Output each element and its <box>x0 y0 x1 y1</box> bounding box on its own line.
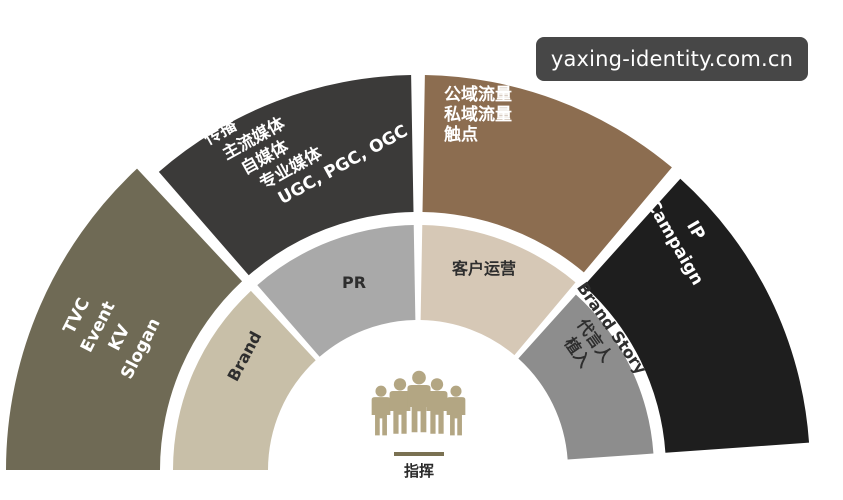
inner-segment-line: 客户运营 <box>452 259 516 278</box>
center-label: 指挥 <box>404 462 434 480</box>
inner-segment-label-pr: PR <box>342 273 366 292</box>
outer-segment-line: 公域流量 <box>444 84 512 105</box>
person-figure <box>446 385 466 436</box>
person-figure <box>389 378 411 434</box>
outer-segment-label-traffic: 公域流量私域流量触点 <box>443 84 512 145</box>
outer-segment-traffic <box>422 75 672 273</box>
inner-segment-label-customer: 客户运营 <box>452 259 516 278</box>
person-figure <box>426 378 448 434</box>
inner-segment-pr <box>257 225 416 357</box>
inner-segment-customer <box>420 225 576 356</box>
inner-segment-story <box>518 294 654 460</box>
center-group: 指挥 <box>371 370 466 480</box>
outer-segment-line: 触点 <box>443 124 478 145</box>
inner-segment-line: PR <box>342 273 366 292</box>
center-underline <box>394 452 444 456</box>
person-figure <box>371 385 391 436</box>
person-figure <box>407 370 431 433</box>
inner-segment-brand <box>173 290 316 470</box>
outer-segment-media <box>158 75 414 276</box>
outer-segment-ip <box>583 178 810 453</box>
outer-segment-line: 私域流量 <box>444 104 512 125</box>
group-of-people-icon <box>371 370 466 436</box>
watermark: yaxing-identity.com.cn <box>536 37 808 81</box>
outer-segment-tvc <box>6 168 243 470</box>
